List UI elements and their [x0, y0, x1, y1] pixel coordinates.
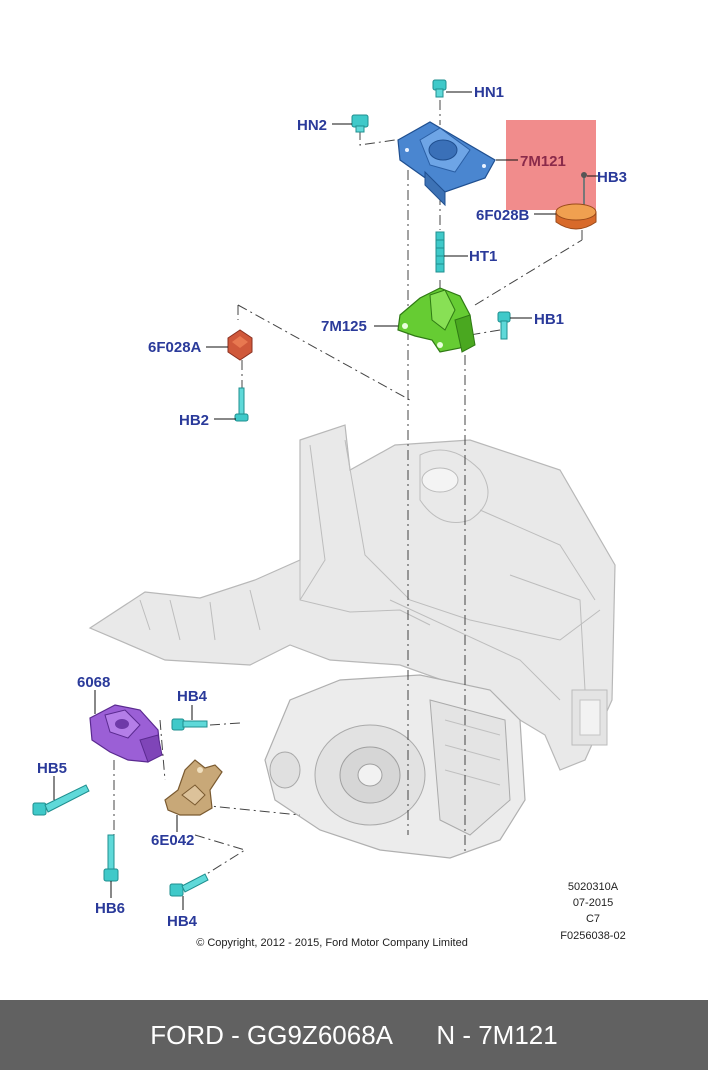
mount-6068-icon [89, 704, 163, 763]
pad-6f028b-icon [555, 203, 597, 230]
label-hb1: HB1 [534, 311, 564, 328]
footer-gap [393, 1020, 436, 1051]
footer-bar: FORD - GG9Z6068A N - 7M121 [0, 1000, 708, 1070]
meta-date: 07-2015 [573, 897, 613, 909]
label-hb3: HB3 [597, 169, 627, 186]
bracket-7m125-icon [397, 287, 476, 353]
drawing-metadata: 5020310A 07-2015 C7 F0256038-02 [560, 881, 625, 942]
ht1-stud-icon [435, 231, 445, 273]
transmission-housing [264, 674, 526, 859]
hb1-bolt-icon [497, 311, 511, 340]
meta-rev: C7 [586, 913, 600, 925]
hb2-bolt-icon [234, 387, 249, 422]
label-6f028a: 6F028A [148, 339, 202, 356]
label-hn2: HN2 [297, 117, 327, 134]
label-hb4-lower: HB4 [167, 913, 198, 930]
footer-part-number: FORD - GG9Z6068A [150, 1019, 393, 1050]
label-6e042: 6E042 [151, 832, 194, 849]
label-7m125: 7M125 [321, 318, 367, 335]
label-ht1: HT1 [469, 248, 497, 265]
hb3-bolt-icon [581, 172, 587, 205]
meta-code1: 5020310A [568, 881, 619, 893]
hn1-nut-icon [432, 79, 447, 98]
bracket-6e042-icon [164, 759, 223, 816]
label-hb6: HB6 [95, 900, 125, 917]
mount-7m121-icon [397, 121, 496, 207]
hb5-bolt-icon [32, 784, 90, 816]
hb6-bolt-icon [103, 834, 119, 882]
label-hb5: HB5 [37, 760, 67, 777]
pad-6f028a-icon [227, 329, 253, 361]
hb4-upper-bolt-icon [171, 718, 208, 731]
hn2-nut-icon [351, 114, 369, 133]
exploded-parts-diagram: HN1 HN2 7M121 HB3 6F028B HT1 [32, 79, 627, 949]
highlight-box [506, 120, 596, 210]
meta-code2: F0256038-02 [560, 930, 625, 942]
label-7m121: 7M121 [520, 153, 566, 170]
vehicle-body-structure [88, 424, 616, 771]
label-6f028b: 6F028B [476, 207, 530, 224]
label-hb2: HB2 [179, 412, 209, 429]
label-6068: 6068 [77, 674, 110, 691]
hb4-lower-bolt-icon [169, 873, 209, 897]
label-hn1: HN1 [474, 84, 504, 101]
copyright-text: © Copyright, 2012 - 2015, Ford Motor Com… [196, 937, 468, 949]
label-hb4-upper: HB4 [177, 688, 208, 705]
footer-reference: N - 7M121 [436, 1019, 558, 1050]
